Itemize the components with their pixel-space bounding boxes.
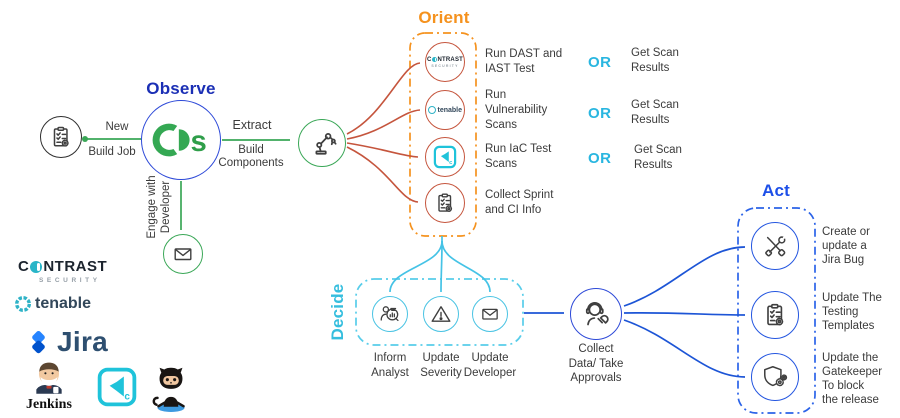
edge-label-build-job: Build Job — [88, 146, 136, 158]
clipboard-check-icon — [767, 303, 784, 326]
decide-node-inform — [372, 296, 408, 332]
edge-label-new: New — [105, 121, 129, 133]
orient-node-tenable: tenable — [425, 90, 465, 130]
extractor-node — [298, 119, 346, 167]
edge-label-engage-developer: Engage with Developer — [146, 175, 172, 239]
envelope-icon — [482, 308, 498, 320]
tenable-ring-icon — [14, 295, 32, 313]
decide-box — [355, 278, 524, 346]
decide-title: Decide — [328, 283, 347, 341]
act-title: Act — [762, 181, 790, 200]
or-label-3: OR — [588, 150, 612, 167]
act-box — [737, 207, 816, 414]
headset-person-wrench-icon — [585, 301, 609, 326]
orient-node-iac: c — [425, 137, 465, 177]
act-label-templates: Update The Testing Templates — [822, 292, 882, 332]
collect-approvals-node — [570, 288, 622, 340]
contrast-o-icon — [30, 260, 43, 273]
edge-extractor-sprint — [346, 146, 419, 203]
edge-extractor-iac — [346, 142, 419, 158]
edge-orient-inform — [389, 240, 443, 293]
collect-approvals-label: Collect Data/ Take Approvals — [568, 343, 624, 384]
edge-extractor-contrast — [346, 62, 421, 135]
edge-collect-templates — [623, 311, 746, 316]
jira-logo: Jira — [25, 326, 108, 358]
edge-orient-severity — [440, 240, 443, 293]
act-node-templates — [751, 291, 799, 339]
github-octocat-icon — [152, 367, 185, 412]
clipboard-check-icon — [438, 193, 453, 212]
tenable-logo: tenable — [14, 295, 91, 313]
act-node-gatekeeper — [751, 353, 799, 401]
checkov-logo: c — [97, 367, 137, 412]
orient-action-1: Run DAST and IAST Test — [485, 48, 563, 75]
observe-node: s — [141, 100, 221, 180]
jira-diamond-icon — [32, 330, 45, 353]
crossed-tools-icon — [765, 235, 787, 257]
svg-text:c: c — [124, 392, 130, 403]
decide-node-developer — [472, 296, 508, 332]
checkov-icon: c — [97, 367, 137, 407]
or-label-2: OR — [588, 105, 612, 122]
contrast-o-icon — [432, 57, 437, 62]
warning-triangle-icon — [431, 306, 451, 322]
robot-arm-icon — [315, 132, 337, 155]
or-label-1: OR — [588, 54, 612, 71]
opsmx-logo: s — [152, 123, 207, 158]
decide-label-inform: Inform Analyst — [371, 352, 409, 379]
analyst-magnifier-icon — [380, 306, 399, 322]
engage-developer-node — [163, 234, 203, 274]
edge-orient-developer — [441, 240, 491, 293]
act-node-jirabug — [751, 222, 799, 270]
tenable-ring-icon — [427, 106, 436, 114]
edge-label-extract: Extract — [232, 118, 272, 132]
tenable-logo-mini: tenable — [427, 106, 462, 114]
orient-action-3: Run IaC Test Scans — [485, 143, 552, 170]
decide-node-severity — [423, 296, 459, 332]
envelope-icon — [174, 248, 192, 261]
decide-label-developer: Update Developer — [463, 352, 517, 379]
svg-text:c: c — [449, 160, 452, 166]
observe-title: Observe — [146, 79, 216, 98]
build-job-node — [40, 116, 82, 158]
jenkins-logo: Jenkins — [26, 360, 72, 413]
edge-label-build-components: Build Components — [218, 144, 284, 169]
act-label-gatekeeper: Update the Gatekeeper To block the relea… — [822, 352, 883, 406]
edge-collect-gatekeeper — [623, 319, 746, 378]
orient-result-3: Get Scan Results — [634, 144, 682, 171]
orient-action-2: Run Vulnerability Scans — [485, 89, 548, 131]
clipboard-check-icon — [53, 126, 69, 147]
svg-text:s: s — [190, 126, 206, 158]
act-label-jirabug: Create or update a Jira Bug — [822, 226, 870, 266]
orient-box — [409, 32, 477, 237]
orient-action-4: Collect Sprint and CI Info — [485, 189, 554, 216]
edge-extractor-tenable — [346, 109, 421, 140]
orient-node-sprint — [425, 183, 465, 223]
orient-result-2: Get Scan Results — [631, 99, 679, 126]
decide-label-severity: Update Severity — [420, 352, 462, 379]
shield-gears-icon — [764, 366, 788, 387]
orient-result-1: Get Scan Results — [631, 47, 679, 74]
jenkins-butler-icon — [36, 362, 62, 394]
checkov-logo-icon: c — [433, 145, 457, 169]
github-logo — [148, 363, 194, 418]
edge-collect-jirabug — [623, 246, 746, 307]
orient-title: Orient — [418, 8, 470, 27]
